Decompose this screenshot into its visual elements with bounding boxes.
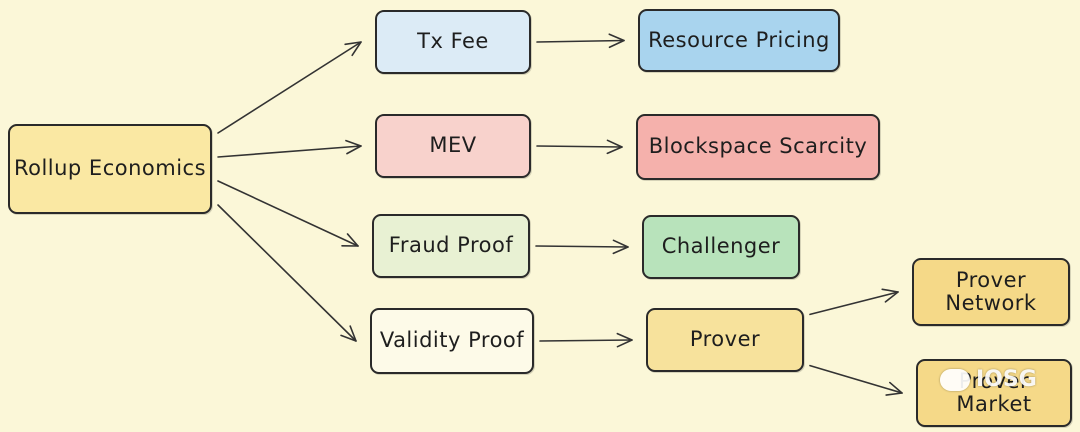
node-rollup-economics[interactable]: Rollup Economics — [8, 124, 212, 214]
arrow-fraud_proof-to-challenger — [535, 245, 629, 248]
node-label: Tx Fee — [417, 29, 489, 54]
watermark: IOSG — [940, 367, 1037, 392]
node-label: Prover — [689, 327, 761, 352]
arrow-tx_fee-to-resource_pricing — [536, 39, 625, 43]
arrow-rollup_economics-to-validity_proof — [217, 204, 357, 342]
node-label: Blockspace Scarcity — [648, 134, 868, 159]
arrow-prover-to-prover_network — [809, 291, 899, 316]
arrowhead-validity_proof-to-prover — [616, 332, 633, 348]
node-prover-market[interactable]: Prover Market — [916, 359, 1072, 427]
arrowhead-rollup_economics-to-mev — [345, 139, 362, 155]
arrow-rollup_economics-to-fraud_proof — [217, 180, 359, 247]
node-validity-proof[interactable]: Validity Proof — [370, 308, 534, 374]
wechat-icon — [940, 368, 970, 391]
arrow-validity_proof-to-prover — [539, 339, 633, 342]
node-mev[interactable]: MEV — [375, 114, 531, 178]
arrowhead-rollup_economics-to-fraud_proof — [341, 233, 359, 247]
node-label: MEV — [429, 133, 477, 158]
arrow-prover-to-prover_market — [809, 364, 903, 394]
node-label: Validity Proof — [379, 328, 525, 353]
node-prover[interactable]: Prover — [646, 308, 804, 372]
arrow-rollup_economics-to-tx_fee — [217, 41, 362, 134]
node-challenger[interactable]: Challenger — [642, 215, 800, 279]
node-prover-network[interactable]: Prover Network — [912, 258, 1070, 326]
node-label: Fraud Proof — [388, 233, 514, 258]
node-tx-fee[interactable]: Tx Fee — [375, 10, 531, 74]
arrowhead-mev-to-blockspace_scarcity — [606, 139, 623, 155]
arrowhead-prover-to-prover_market — [885, 381, 903, 396]
arrowhead-rollup_economics-to-validity_proof — [340, 325, 357, 342]
arrowhead-rollup_economics-to-tx_fee — [344, 41, 362, 57]
arrowhead-prover-to-prover_network — [881, 288, 899, 303]
arrowhead-fraud_proof-to-challenger — [612, 239, 629, 255]
node-label: Resource Pricing — [648, 27, 830, 52]
arrowhead-tx_fee-to-resource_pricing — [608, 33, 625, 49]
node-label: Prover Network — [945, 267, 1037, 315]
node-resource-pricing[interactable]: Resource Pricing — [638, 9, 840, 72]
node-label: Challenger — [661, 234, 781, 259]
node-label: Prover Market — [956, 368, 1032, 416]
node-label: Rollup Economics — [13, 156, 207, 181]
watermark-text: IOSG — [976, 367, 1037, 392]
arrow-rollup_economics-to-mev — [217, 145, 362, 158]
node-fraud-proof[interactable]: Fraud Proof — [372, 214, 530, 278]
node-blockspace-scarcity[interactable]: Blockspace Scarcity — [636, 114, 880, 180]
arrow-mev-to-blockspace_scarcity — [536, 145, 623, 148]
